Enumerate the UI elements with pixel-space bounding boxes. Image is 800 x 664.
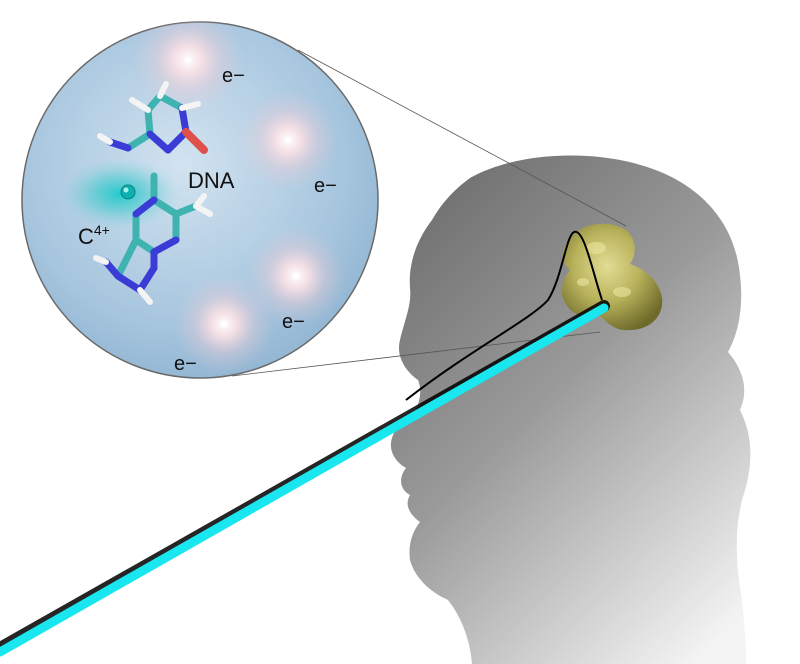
- head-silhouette: [390, 155, 751, 664]
- magnifier-lens: [21, 21, 379, 379]
- electron-label: e−: [314, 175, 337, 197]
- ion-beam-core: [0, 303, 609, 657]
- dna-base-pyrimidine: [97, 81, 208, 154]
- dna-base-purine: [93, 172, 213, 305]
- electron-label: e−: [174, 353, 197, 375]
- carbon-ion-symbol: C: [78, 224, 94, 249]
- dna-label: DNA: [188, 168, 235, 193]
- tumor-highlights: [577, 242, 631, 297]
- electron-label: e−: [222, 65, 245, 87]
- electron-label: e−: [282, 311, 305, 333]
- carbon-ion-charge: 4+: [94, 222, 110, 238]
- carbon-ion-label: C4+: [78, 222, 110, 249]
- ion-trajectory: [405, 230, 603, 401]
- zoom-line-top: [297, 49, 627, 227]
- carbon-ion-sphere: [120, 184, 136, 200]
